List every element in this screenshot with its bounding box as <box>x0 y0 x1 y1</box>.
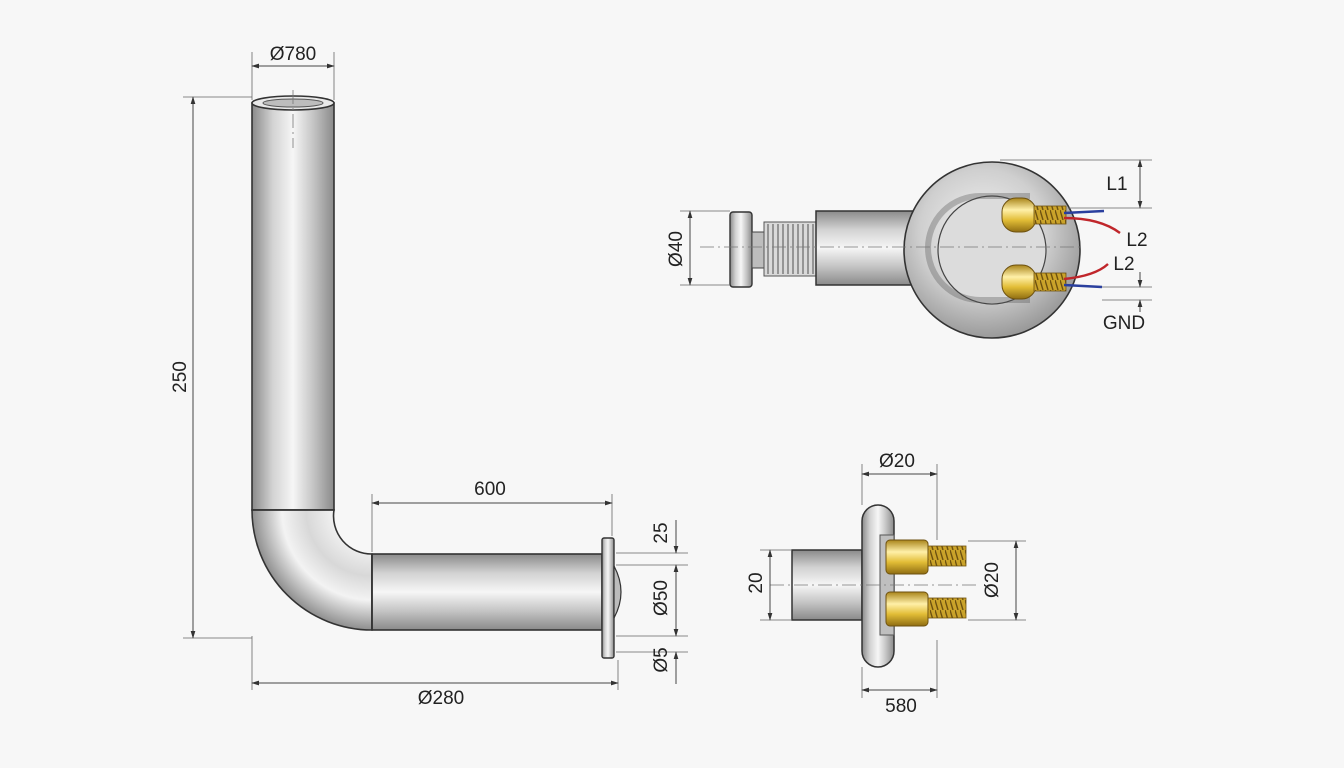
head-disc <box>729 211 753 288</box>
label-l2-upper: L2 <box>1126 230 1147 251</box>
end-cap <box>613 565 622 619</box>
threaded-stud-top <box>1033 205 1067 225</box>
heater-terminal-view: Ø40 L1 L2 L2 GND <box>666 159 1152 339</box>
dim-side-width: 580 <box>885 696 917 717</box>
wire-blue-top <box>1063 209 1105 215</box>
brass-nut-bottom <box>885 591 929 627</box>
label-gnd: GND <box>1103 313 1145 334</box>
dim-head-diameter: Ø40 <box>666 231 687 267</box>
dim-side-right-diameter: Ø20 <box>982 562 1003 598</box>
brass-terminal-bottom <box>1001 264 1037 300</box>
dim-horizontal-length: 600 <box>474 479 506 500</box>
label-l1: L1 <box>1106 174 1127 195</box>
l-pipe-view: Ø780 250 600 Ø280 25 Ø50 Ø5 <box>170 44 688 709</box>
dim-side-top-diameter: Ø20 <box>879 451 915 472</box>
dim-height: 250 <box>170 361 191 393</box>
dim-side-height: 20 <box>746 572 767 593</box>
pipe-bend <box>251 509 373 631</box>
terminal-side-view: Ø20 20 Ø20 580 <box>746 451 1026 717</box>
brass-terminal-top <box>1001 197 1037 233</box>
label-l2-lower: L2 <box>1113 254 1134 275</box>
brass-nut-top <box>885 539 929 575</box>
dim-top-diameter: Ø780 <box>270 44 316 65</box>
dim-flange-top: 25 <box>651 522 672 543</box>
stud-top <box>927 545 967 567</box>
wire-red-top <box>1063 216 1121 234</box>
stud-bottom <box>927 597 967 619</box>
wire-blue-bottom <box>1063 283 1103 289</box>
dim-flange-diameter: Ø50 <box>651 580 672 616</box>
threaded-stud-bottom <box>1033 272 1067 292</box>
head-neck <box>751 231 765 269</box>
element-body <box>815 210 917 286</box>
wire-red-bottom <box>1063 263 1109 281</box>
end-flange <box>601 537 615 659</box>
vertical-pipe <box>251 102 335 511</box>
dim-base-diameter: Ø280 <box>418 688 464 709</box>
terminal-bracket <box>925 193 1030 303</box>
coil-windings <box>767 224 814 274</box>
horizontal-pipe <box>371 553 603 631</box>
dim-flange-bottom: Ø5 <box>651 647 672 672</box>
